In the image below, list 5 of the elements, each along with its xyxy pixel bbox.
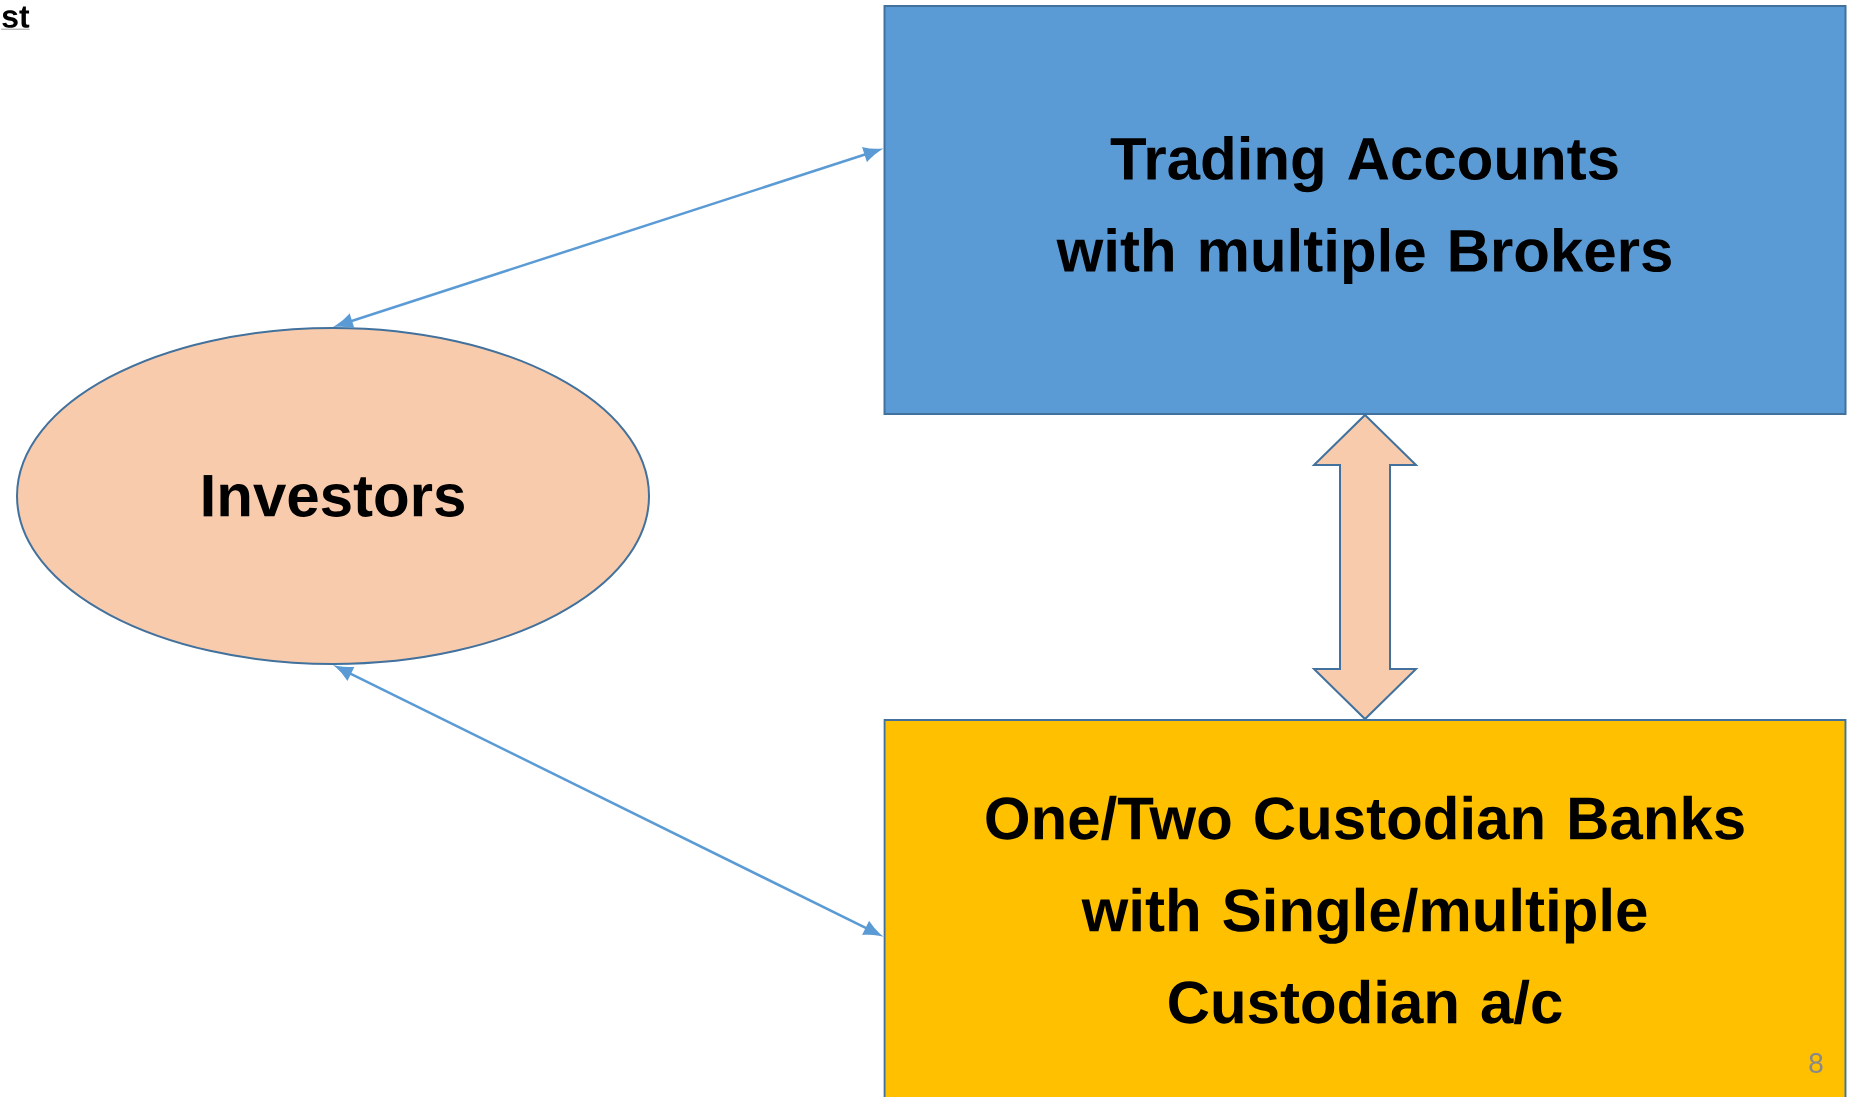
page-number: 8	[1809, 1053, 1823, 1073]
ellipse-node: Investors	[16, 327, 650, 665]
process-box: Trading Accounts with multiple Brokers	[883, 5, 1847, 415]
slide-title: st	[1, 6, 30, 30]
arrow	[336, 665, 881, 936]
